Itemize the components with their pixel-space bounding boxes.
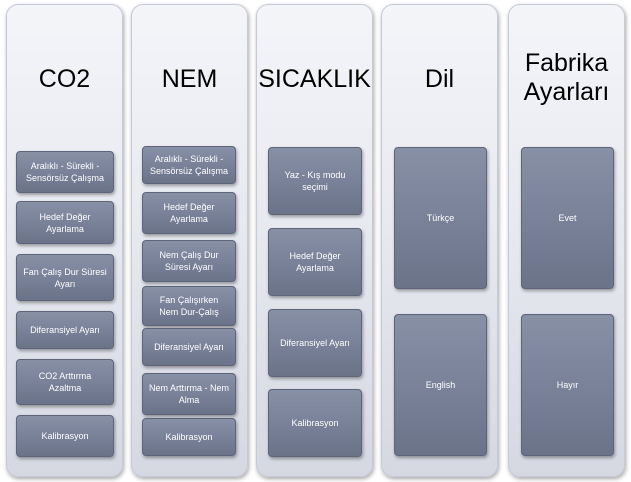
column-dil: Dil Türkçe English: [381, 4, 498, 477]
co2-item-differential[interactable]: Diferansiyel Ayarı: [16, 311, 114, 349]
factory-item-no[interactable]: Hayır: [521, 314, 614, 456]
co2-item-operation-mode[interactable]: Aralıklı - Sürekli - Sensörsüz Çalışma: [16, 151, 114, 193]
co2-item-fan-run-stop-time[interactable]: Fan Çalış Dur Süresi Ayarı: [16, 254, 114, 301]
column-title-co2: CO2: [38, 65, 91, 93]
sicaklik-item-summer-winter-mode[interactable]: Yaz - Kış modu seçimi: [268, 147, 362, 215]
column-title-factory-settings: Fabrika Ayarları: [523, 49, 610, 106]
dil-item-turkish[interactable]: Türkçe: [394, 147, 487, 289]
co2-item-increase-decrease[interactable]: CO2 Arttırma Azaltma: [16, 359, 114, 405]
column-title-nem: NEM: [161, 65, 218, 93]
co2-item-calibration[interactable]: Kalibrasyon: [16, 415, 114, 457]
nem-item-fan-running-humidity[interactable]: Fan Çalışırken Nem Dur-Çalış: [142, 286, 236, 326]
nem-item-calibration[interactable]: Kalibrasyon: [142, 418, 236, 456]
dil-item-english[interactable]: English: [394, 314, 487, 456]
nem-item-target-value[interactable]: Hedef Değer Ayarlama: [142, 192, 236, 234]
column-factory-settings: Fabrika Ayarları Evet Hayır: [508, 4, 625, 477]
sicaklik-item-differential[interactable]: Diferansiyel Ayarı: [268, 309, 362, 377]
nem-item-differential[interactable]: Diferansiyel Ayarı: [142, 328, 236, 366]
column-sicaklik: SICAKLIK Yaz - Kış modu seçimi Hedef Değ…: [256, 4, 373, 477]
column-co2: CO2 Aralıklı - Sürekli - Sensörsüz Çalış…: [6, 4, 123, 477]
sicaklik-item-target-value[interactable]: Hedef Değer Ayarlama: [268, 228, 362, 296]
factory-item-yes[interactable]: Evet: [521, 147, 614, 289]
nem-item-run-stop-time[interactable]: Nem Çalış Dur Süresi Ayarı: [142, 240, 236, 282]
column-title-sicaklik: SICAKLIK: [258, 65, 371, 93]
column-title-dil: Dil: [424, 65, 455, 93]
sicaklik-item-calibration[interactable]: Kalibrasyon: [268, 389, 362, 457]
column-nem: NEM Aralıklı - Sürekli - Sensörsüz Çalış…: [131, 4, 248, 477]
co2-item-target-value[interactable]: Hedef Değer Ayarlama: [16, 201, 114, 244]
nem-item-increase-remove[interactable]: Nem Arttırma - Nem Alma: [142, 373, 236, 415]
nem-item-operation-mode[interactable]: Aralıklı - Sürekli - Sensörsüz Çalışma: [142, 146, 236, 184]
